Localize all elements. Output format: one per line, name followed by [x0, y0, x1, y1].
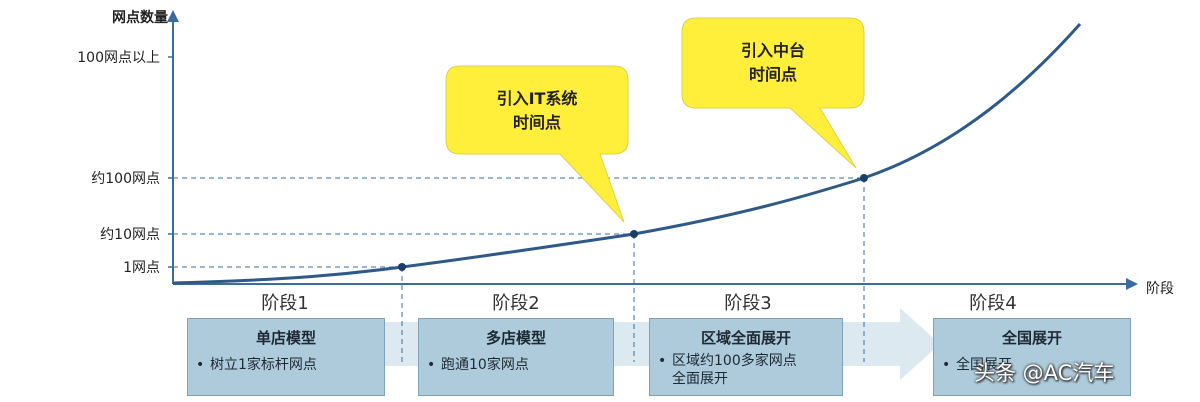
- stage-card-title: 区域全面展开: [700, 329, 791, 347]
- bullet-item: 树立1家标杆网点: [196, 356, 384, 374]
- bullet-item: 全国展开: [942, 356, 1130, 374]
- axes: [167, 10, 1138, 290]
- watermark: 头条 @AC汽车: [974, 361, 1115, 385]
- stage-card-bullets: 树立1家标杆网点: [188, 356, 384, 374]
- milestone-point-2: [630, 230, 638, 238]
- stage-card-bullets: 跑通10家网点: [419, 356, 613, 374]
- callout-it-system: 引入IT系统 时间点: [445, 65, 629, 223]
- guide-lines: [173, 177, 865, 362]
- stage-card-title: 多店模型: [485, 329, 546, 347]
- stage-card-title: 全国展开: [1001, 329, 1062, 347]
- callout-middle-platform: 引入中台 时间点: [681, 17, 865, 169]
- milestone-point-1: [398, 263, 406, 271]
- callout-it-line-1: 引入IT系统: [497, 89, 578, 108]
- stage-card-title: 单店模型: [255, 329, 316, 347]
- milestone-point-3: [860, 174, 868, 182]
- bullet-item: 区域约100多家网点: [658, 352, 842, 370]
- stage-card-3: 区域全面展开 区域约100多家网点 全面展开: [649, 318, 843, 396]
- growth-curve: [172, 23, 1082, 285]
- bullet-continuation: 全面展开: [672, 371, 728, 387]
- y-axis-title: 网点数量: [112, 9, 168, 26]
- stage-card-bullets: 全国展开: [934, 356, 1130, 374]
- x-axis-title: 阶段: [1146, 281, 1174, 297]
- callout-platform-line-1: 引入中台: [741, 41, 805, 60]
- y-label-about-100: 约100网点: [91, 171, 160, 187]
- stage-card-4: 全国展开 全国展开: [933, 318, 1131, 396]
- stage-title-4: 阶段4: [969, 293, 1016, 314]
- stage-card-2: 多店模型 跑通10家网点: [418, 318, 614, 396]
- y-label-about-10: 约10网点: [100, 227, 160, 243]
- y-label-1: 1网点: [123, 260, 160, 276]
- stage-card-1: 单店模型 树立1家标杆网点: [187, 318, 385, 396]
- stage-title-3: 阶段3: [724, 293, 771, 314]
- bullet-item: 跑通10家网点: [427, 356, 613, 374]
- callout-platform-line-2: 时间点: [749, 65, 797, 84]
- y-ticks: [168, 56, 173, 268]
- stage-title-1: 阶段1: [261, 293, 308, 314]
- callout-it-line-2: 时间点: [513, 113, 561, 132]
- y-label-100-plus: 100网点以上: [77, 50, 160, 66]
- stage-title-2: 阶段2: [492, 293, 539, 314]
- stage-card-bullets: 区域约100多家网点 全面展开: [650, 352, 842, 388]
